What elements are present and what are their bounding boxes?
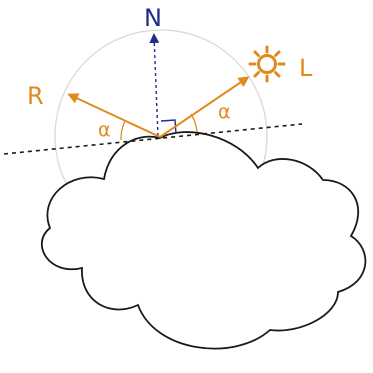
reflected-label: R	[27, 82, 44, 110]
normal-arrow	[149, 33, 160, 137]
sun-icon	[248, 45, 286, 83]
angle-arc-right	[190, 113, 198, 133]
angle-label-right: α	[218, 101, 231, 123]
cloud-shape	[40, 131, 367, 350]
angle-arc-left	[120, 120, 126, 141]
tangent-line	[3, 123, 303, 155]
light-arrow	[159, 76, 250, 138]
light-label: L	[299, 54, 313, 82]
angle-label-left: α	[98, 119, 111, 141]
right-angle-marker	[160, 119, 177, 135]
normal-label: N	[144, 4, 162, 32]
reflected-arrow	[67, 93, 161, 138]
